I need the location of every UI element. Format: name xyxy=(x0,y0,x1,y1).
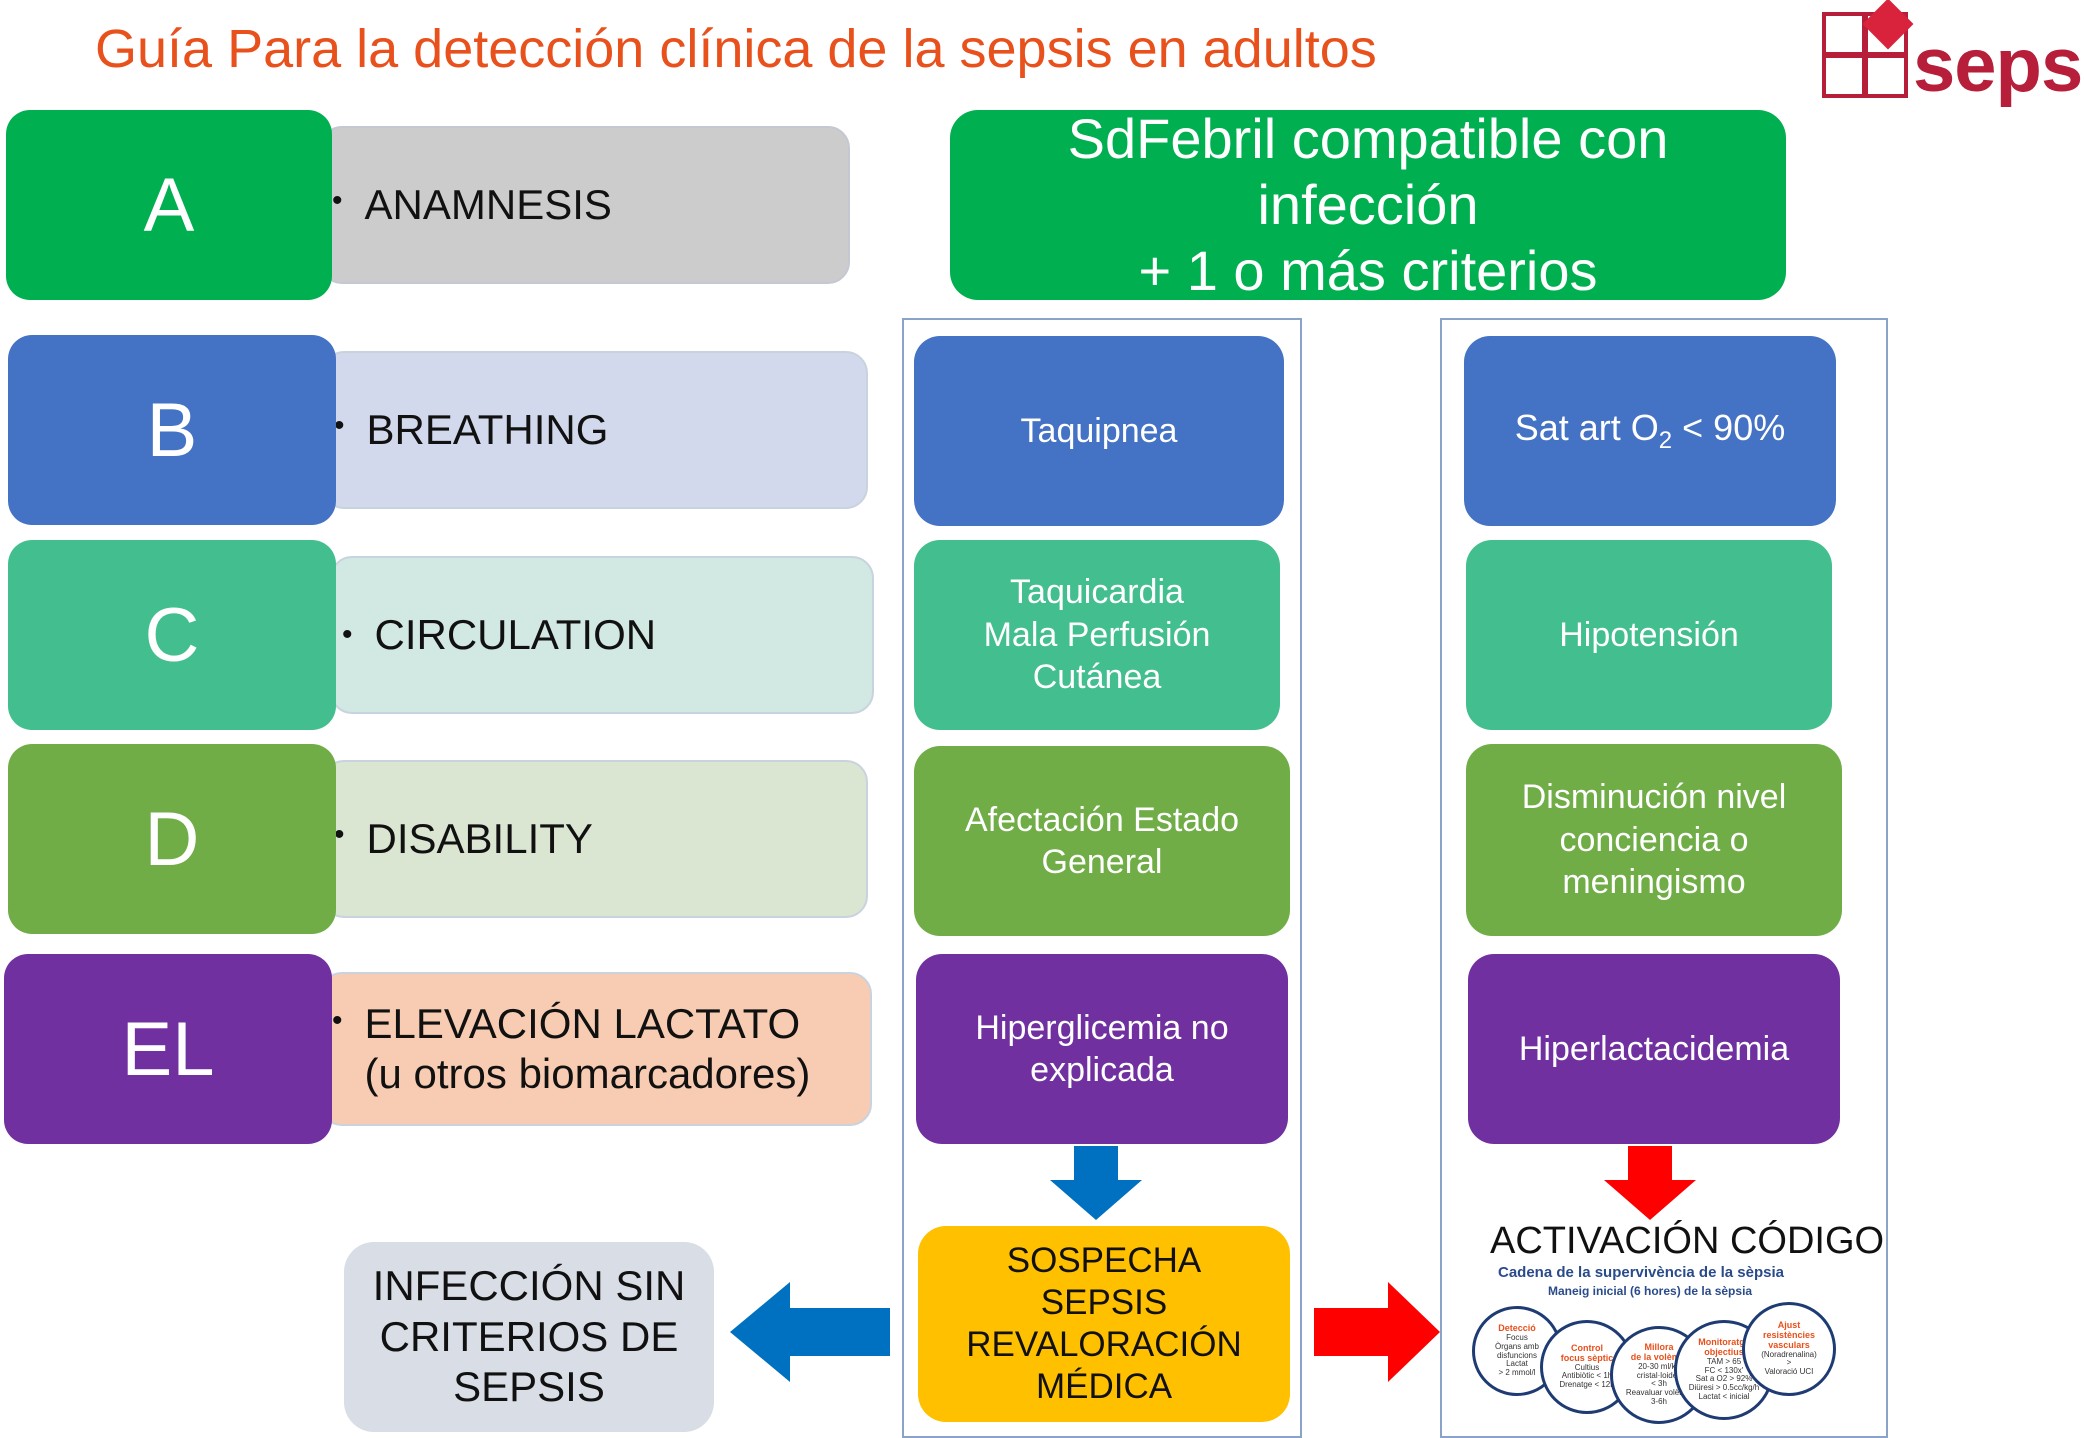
step-body: (Noradrenalina) > Valoració UCI xyxy=(1761,1349,1817,1377)
criterion-conciencia: Disminución nivel conciencia o meningism… xyxy=(1466,744,1842,936)
criterion-afectacion: Afectación Estado General xyxy=(914,746,1290,936)
criterion-text: Hiperglicemia no explicada xyxy=(975,1008,1229,1090)
abcde-item-label: ELEVACIÓN LACTATO (u otros biomarcadores… xyxy=(364,999,811,1097)
step-body: Focus Òrgans amb disfuncions Lactat > 2 … xyxy=(1494,1332,1540,1378)
criterion-text: Taquicardia Mala Perfusión Cutánea xyxy=(983,573,1211,697)
no-criteria-text: INFECCIÓN SIN CRITERIOS DE SEPSIS xyxy=(372,1262,686,1411)
abcde-item-label: DISABILITY xyxy=(366,815,593,862)
sat-suffix: < 90% xyxy=(1672,407,1786,449)
bullet-icon: • xyxy=(334,818,345,851)
bullet-icon: • xyxy=(334,409,345,442)
arrow-left-blue-icon xyxy=(730,1282,890,1382)
logo-squares-icon xyxy=(1822,0,1914,98)
step-head: Monitoratge objectius xyxy=(1698,1337,1750,1357)
sat-sub: 2 xyxy=(1658,427,1673,455)
sepsis-logo: sepsis xyxy=(1818,0,2085,112)
criterion-taquipnea: Taquipnea xyxy=(914,336,1284,526)
sat-prefix: Sat art O xyxy=(1514,407,1659,449)
criterion-hipotension: Hipotensión xyxy=(1466,540,1832,730)
suspicion-text: SOSPECHA SEPSIS REVALORACIÓN MÉDICA xyxy=(966,1241,1242,1406)
abcde-letter-b: B xyxy=(8,335,336,525)
bullet-icon: • xyxy=(342,618,353,651)
arrow-down-red-icon xyxy=(1604,1146,1696,1220)
header-criteria-box: SdFebril compatible con infección + 1 o … xyxy=(950,107,1786,302)
step-head: Control focus sèptic xyxy=(1560,1342,1614,1363)
bullet-icon: • xyxy=(332,184,343,217)
page-title: Guía Para la detección clínica de la sep… xyxy=(95,19,1377,79)
step-body: 20-30 ml/kg cristal·loides < 3h Reavalua… xyxy=(1625,1361,1693,1407)
criterion-hiperlactacidemia: Hiperlactacidemia xyxy=(1468,954,1840,1144)
criterion-text: Taquipnea xyxy=(1020,411,1178,450)
suspicion-box: SOSPECHA SEPSIS REVALORACIÓN MÉDICA xyxy=(918,1226,1290,1422)
step-head: Detecció xyxy=(1498,1323,1536,1334)
bullet-icon: • xyxy=(332,1004,343,1037)
criterion-text: Hiperlactacidemia xyxy=(1518,1029,1790,1068)
criterion-text: Hipotensión xyxy=(1559,615,1739,654)
left-criteria-frame xyxy=(902,318,1302,1438)
arrow-right-red-icon xyxy=(1314,1282,1440,1382)
abcde-item-label: ANAMNESIS xyxy=(364,181,612,228)
abcde-item-b: • BREATHING xyxy=(322,351,868,509)
abcde-item-a: • ANAMNESIS xyxy=(320,126,850,284)
activation-subtitle: Cadena de la supervivència de la sèpsia xyxy=(1498,1264,1784,1281)
criterion-taquicardia: Taquicardia Mala Perfusión Cutánea xyxy=(914,540,1280,730)
criterion-text: Afectación Estado General xyxy=(964,800,1240,882)
logo-text: sepsis xyxy=(1913,23,2085,108)
step-body: TAM > 65 FC < 130x' Sat a O2 > 92% Diüre… xyxy=(1688,1356,1760,1402)
step-body: Cultius Antibiòtic < 1h Drenatge < 12h xyxy=(1559,1362,1615,1390)
abcde-letter-d: D xyxy=(8,744,336,934)
header-criteria-text: SdFebril compatible con infección + 1 o … xyxy=(1067,106,1669,303)
abcde-item-label: CIRCULATION xyxy=(374,611,657,658)
criterion-text: Sat art O2 < 90% xyxy=(1515,405,1786,456)
abcde-item-d: • DISABILITY xyxy=(322,760,868,918)
survival-step-ajust: Ajust resistències vasculars (Noradrenal… xyxy=(1742,1302,1836,1396)
abcde-item-label: BREATHING xyxy=(366,406,609,453)
step-head: Millora de la volèmia xyxy=(1630,1342,1688,1362)
right-criteria-frame xyxy=(1440,318,1888,1438)
abcde-item-c: • CIRCULATION xyxy=(330,556,874,714)
abcde-item-el: • ELEVACIÓN LACTATO (u otros biomarcador… xyxy=(320,972,872,1126)
abcde-letter-el: EL xyxy=(4,954,332,1144)
arrow-down-blue-icon xyxy=(1050,1146,1142,1220)
criterion-hiperglicemia: Hiperglicemia no explicada xyxy=(916,954,1288,1144)
criterion-text: Disminución nivel conciencia o meningism… xyxy=(1521,778,1787,902)
activation-subtitle-2: Maneig inicial (6 hores) de la sèpsia xyxy=(1548,1284,1753,1298)
criterion-sat-o2: Sat art O2 < 90% xyxy=(1464,336,1836,526)
abcde-letter-a: A xyxy=(6,110,332,300)
abcde-letter-c: C xyxy=(8,540,336,730)
step-head: Ajust resistències vasculars xyxy=(1762,1319,1816,1350)
no-criteria-box: INFECCIÓN SIN CRITERIOS DE SEPSIS xyxy=(344,1242,714,1432)
activation-title: ACTIVACIÓN CÓDIGO xyxy=(1490,1220,1885,1262)
